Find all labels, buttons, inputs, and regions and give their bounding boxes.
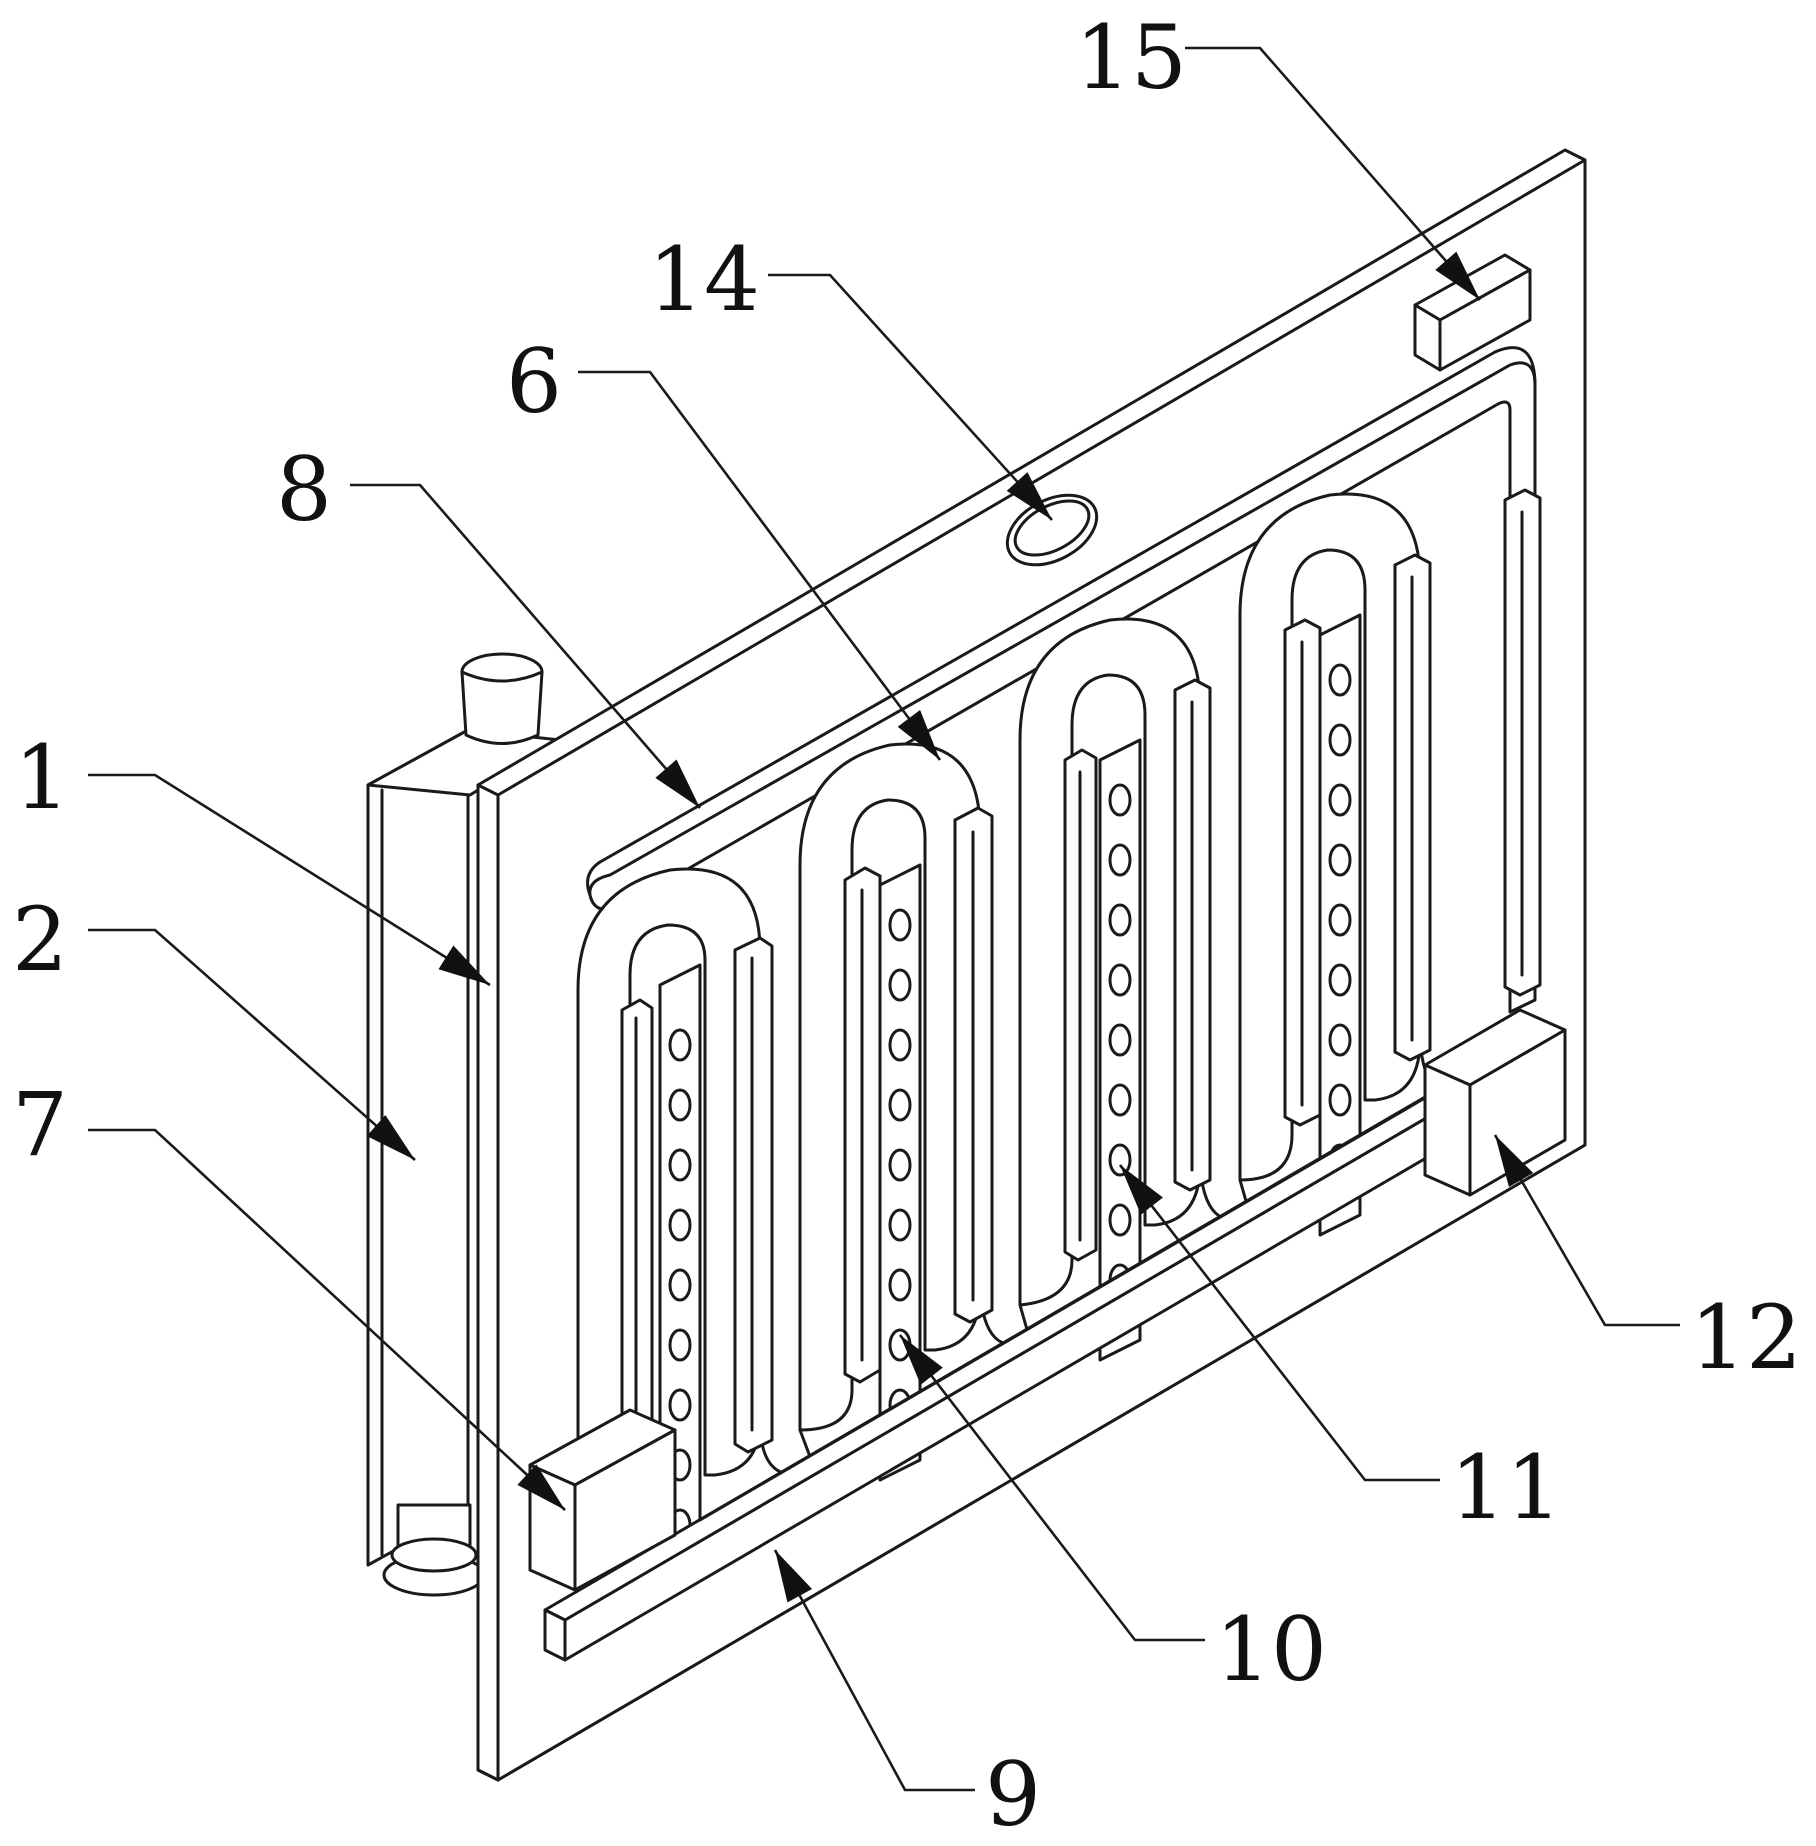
leader-line-c6	[578, 370, 942, 761]
post-hole	[1108, 963, 1132, 997]
post-hole	[888, 1208, 912, 1242]
arrowhead-c6	[897, 709, 940, 760]
leader-line-c2	[88, 928, 416, 1161]
leader-line-c15	[1185, 46, 1481, 301]
arrowhead-c11	[1120, 1165, 1163, 1215]
callout-15: 15	[1075, 6, 1187, 109]
bottom-rail	[543, 1028, 1562, 1662]
post-hole	[1328, 1023, 1352, 1057]
post-hole	[1108, 1083, 1132, 1117]
leader-line-c11	[1118, 1164, 1440, 1482]
post-hole	[668, 1388, 692, 1422]
leader-line-c7	[88, 1128, 566, 1511]
post-hole	[1328, 1083, 1352, 1117]
bottom-left-block	[528, 1408, 677, 1592]
post-hole	[1328, 783, 1352, 817]
arrowhead-c12	[1495, 1135, 1534, 1188]
arrowhead-c8	[655, 759, 700, 808]
bottom-right-block	[1423, 1008, 1567, 1197]
post-hole	[888, 1268, 912, 1302]
callout-leaders	[88, 46, 1680, 1792]
post-hole	[668, 1268, 692, 1302]
callout-2: 2	[12, 888, 68, 991]
post-hole	[668, 1148, 692, 1182]
post-hole	[668, 1088, 692, 1122]
arrowhead-c9	[775, 1550, 813, 1603]
post-hole	[1328, 723, 1352, 757]
arrowhead-c10	[900, 1335, 943, 1385]
callout-7: 7	[12, 1073, 68, 1176]
callout-12: 12	[1690, 1286, 1802, 1389]
leader-line-c8	[350, 483, 701, 809]
callout-6: 6	[506, 330, 562, 433]
leader-line-c10	[898, 1334, 1205, 1642]
callout-8: 8	[276, 438, 332, 541]
post-hole	[1328, 963, 1352, 997]
top-inlet-pipe	[586, 346, 1537, 1014]
post-hole	[888, 968, 912, 1002]
post-hole	[1108, 783, 1132, 817]
post-hole	[1328, 843, 1352, 877]
post-hole	[888, 1088, 912, 1122]
callout-labels: 15 14 6 8 1 2 7 12 11 10 9	[12, 6, 1802, 1846]
callout-1: 1	[14, 726, 70, 829]
leader-line-c12	[1493, 1134, 1680, 1327]
post-hole	[668, 1028, 692, 1062]
arrowhead-c2	[366, 1115, 415, 1160]
slot-fins	[620, 488, 1542, 1454]
post-hole	[888, 1148, 912, 1182]
callout-9: 9	[985, 1743, 1041, 1846]
arrowhead-c1	[438, 945, 490, 985]
leader-line-c9	[773, 1549, 975, 1792]
leader-line-c1	[88, 773, 491, 987]
post-hole	[888, 1028, 912, 1062]
post-hole	[1108, 1203, 1132, 1237]
post-hole	[1108, 1023, 1132, 1057]
side-housing	[366, 652, 562, 1597]
arrowhead-c15	[1435, 251, 1480, 300]
post-hole	[1108, 903, 1132, 937]
arrowhead-c7	[517, 1464, 565, 1510]
post-hole	[1108, 843, 1132, 877]
top-oval-port	[1005, 493, 1099, 567]
post-hole	[1328, 663, 1352, 697]
post-hole	[1328, 903, 1352, 937]
callout-11: 11	[1450, 1436, 1562, 1539]
callout-10: 10	[1215, 1598, 1327, 1701]
arrowhead-c14	[1006, 472, 1052, 520]
post-hole	[668, 1328, 692, 1362]
leader-line-c14	[768, 273, 1053, 521]
callout-14: 14	[648, 228, 760, 331]
post-hole	[1108, 1143, 1132, 1177]
post-hole	[668, 1208, 692, 1242]
post-hole	[888, 908, 912, 942]
